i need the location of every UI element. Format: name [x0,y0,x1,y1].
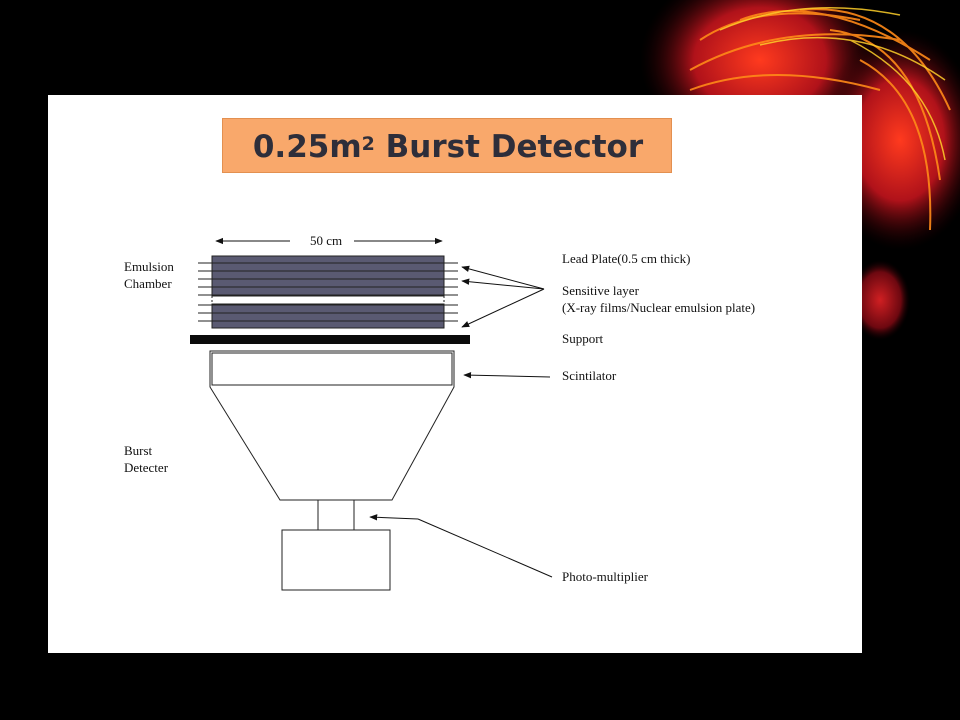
support-label: Support [562,331,604,346]
burst-detector-diagram: 50 cm [124,233,755,591]
dimension-label: 50 cm [310,233,342,248]
scintilator [211,352,453,386]
arrow-photomultiplier-line [417,518,553,578]
arrow-sensitive-upper [461,278,545,290]
title-superscript: 2 [361,132,375,155]
arrow-photomultiplier-head [369,514,419,521]
emulsion-label-line2: Chamber [124,276,172,291]
pointer-arrows [369,265,553,578]
lead-plate-top [211,255,445,297]
arrow-sensitive-lower [461,288,545,328]
lead-plate-label: Lead Plate(0.5 cm thick) [562,251,691,266]
title-rest: Burst Detector [374,128,644,165]
emulsion-chamber [198,255,458,329]
support-plate [190,335,470,344]
sensitive-layer-label: Sensitive layer [562,283,640,298]
arrow-lead-plate [461,265,545,290]
photomultiplier-label: Photo-multiplier [562,569,649,584]
title-main: 0.25m [252,128,362,165]
emulsion-label-line1: Emulsion [124,259,174,274]
burst-label-line2: Detecter [124,460,169,475]
burst-label-line1: Burst [124,443,153,458]
scintilator-label: Scintilator [562,368,617,383]
arrow-scintilator [463,371,551,379]
lead-plate-bottom [211,303,445,329]
photomultiplier-box [281,529,391,591]
sensitive-layer-sublabel: (X-ray films/Nuclear emulsion plate) [562,300,755,315]
photomultiplier-neck [317,499,355,531]
burst-detector-body [209,350,455,591]
light-guide [209,350,455,501]
